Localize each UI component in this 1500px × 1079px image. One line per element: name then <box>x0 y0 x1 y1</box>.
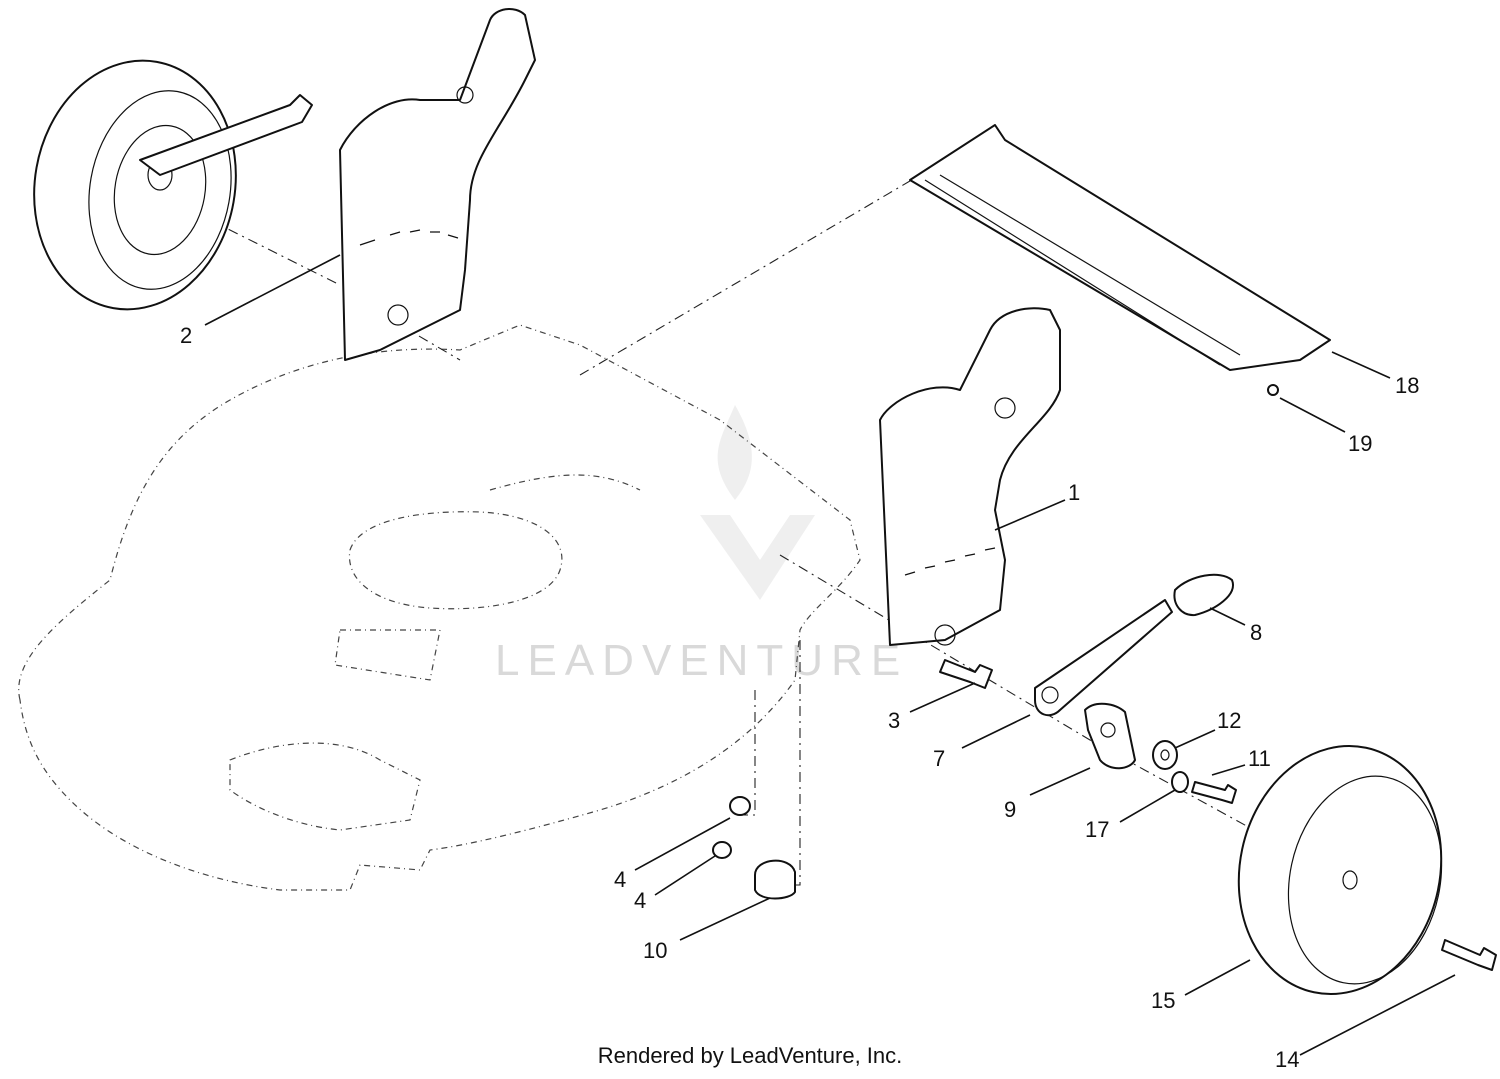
callout-7: 7 <box>933 746 945 771</box>
callout-2: 2 <box>180 323 192 348</box>
washer-part-17 <box>1171 771 1189 793</box>
callout-19: 19 <box>1348 431 1372 456</box>
callout-14: 14 <box>1275 1047 1299 1072</box>
mower-deck <box>18 324 861 891</box>
bolt-part-11 <box>1191 781 1237 804</box>
spacer-part-4-upper <box>729 796 751 816</box>
screw-part-19 <box>1267 384 1279 396</box>
right-wheel-part-15 <box>1237 744 1443 996</box>
spacer-part-4-lower <box>712 841 732 859</box>
rear-bar-part-18 <box>909 124 1331 371</box>
lever-part-7 <box>1034 599 1173 717</box>
callout-4-lower: 4 <box>634 888 646 913</box>
bolt-part-14 <box>1441 939 1497 971</box>
callout-9: 9 <box>1004 797 1016 822</box>
callout-4-upper: 4 <box>614 867 626 892</box>
right-bracket-part-1 <box>879 307 1061 646</box>
callout-1: 1 <box>1068 480 1080 505</box>
washer-part-12 <box>1152 740 1178 770</box>
callout-8: 8 <box>1250 620 1262 645</box>
left-wheel-part-2 <box>33 59 313 311</box>
callout-11: 11 <box>1248 746 1271 771</box>
cam-part-9 <box>1084 702 1136 770</box>
callout-10: 10 <box>643 938 667 963</box>
watermark-text: LEADVENTURE <box>495 636 908 685</box>
callout-12: 12 <box>1217 708 1241 733</box>
bushing-part-10 <box>754 859 796 900</box>
bolt-part-3 <box>939 659 993 689</box>
watermark-logo <box>700 405 815 600</box>
left-bracket <box>339 8 536 361</box>
callout-3: 3 <box>888 708 900 733</box>
leader-lines <box>204 254 1456 1056</box>
callout-17: 17 <box>1085 817 1109 842</box>
callout-15: 15 <box>1151 988 1175 1013</box>
callout-labels: 2 18 19 1 8 3 12 7 11 9 17 4 4 10 15 14 <box>180 323 1419 1072</box>
callout-18: 18 <box>1395 373 1419 398</box>
grip-part-8 <box>1173 573 1234 617</box>
footer-credit: Rendered by LeadVenture, Inc. <box>597 1043 903 1068</box>
